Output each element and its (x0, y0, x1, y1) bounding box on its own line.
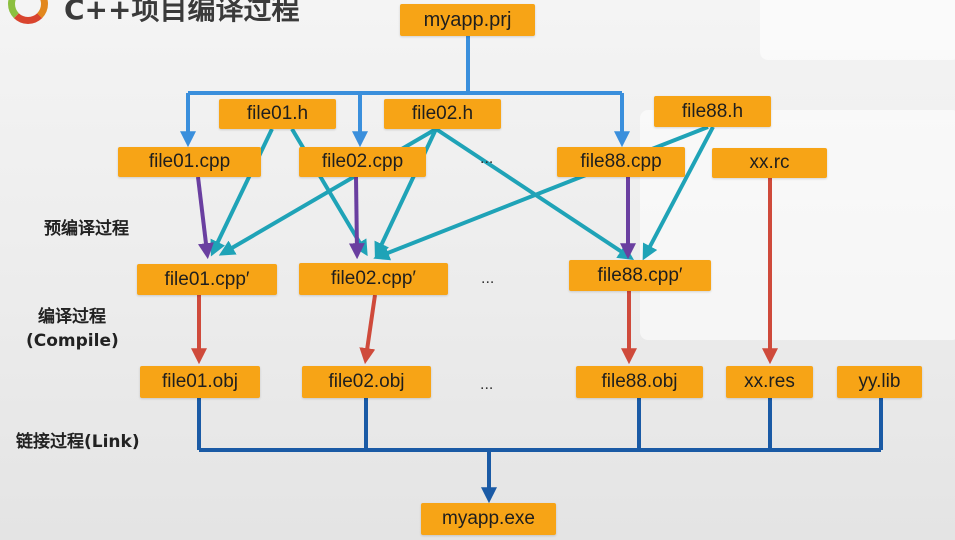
project-arrows (180, 36, 630, 148)
node-file01-obj: file01.obj (140, 366, 260, 398)
stage-label-link: 链接过程(Link) (16, 432, 140, 452)
node-executable: myapp.exe (421, 503, 556, 535)
stage-label-preprocess: 预编译过程 (44, 219, 129, 239)
node-project-file: myapp.prj (400, 4, 535, 36)
node-file01-h: file01.h (219, 99, 336, 129)
node-file02-h: file02.h (384, 99, 501, 129)
stage-label-compile: 编译过程 (38, 307, 106, 327)
node-file01-cpp-preprocessed: file01.cpp′ (137, 264, 277, 295)
node-file88-cpp-preprocessed: file88.cpp′ (569, 260, 711, 291)
node-yy-lib: yy.lib (837, 366, 922, 398)
logo-icon (8, 0, 48, 24)
node-file88-h: file88.h (654, 96, 771, 127)
compile-arrows (191, 178, 778, 365)
node-file02-cpp-preprocessed: file02.cpp′ (299, 263, 448, 295)
node-file02-obj: file02.obj (302, 366, 431, 398)
node-file02-cpp: file02.cpp (299, 147, 426, 177)
ellipsis: ... (481, 270, 495, 287)
page-title: C++项目编译过程 (64, 0, 300, 26)
background-decoration (760, 0, 955, 60)
node-xx-res: xx.res (726, 366, 813, 398)
stage-label-compile-english: (Compile) (26, 331, 119, 351)
link-lines (197, 398, 883, 504)
node-file88-obj: file88.obj (576, 366, 703, 398)
ellipsis: ... (480, 150, 494, 167)
preprocess-arrows (196, 176, 636, 260)
node-xx-rc: xx.rc (712, 148, 827, 178)
node-file88-cpp: file88.cpp (557, 147, 685, 177)
node-file01-cpp: file01.cpp (118, 147, 261, 177)
ellipsis: ... (480, 376, 494, 393)
